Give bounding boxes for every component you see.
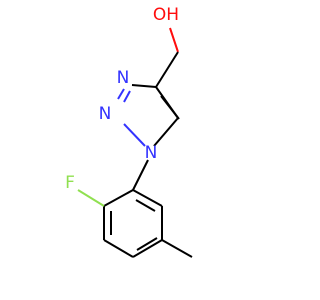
phenyl-c3-c4-bond	[103, 239, 134, 258]
c4-n3-bond	[131, 84, 157, 88]
phenyl-inner-bond-2	[136, 237, 158, 251]
n1-n2-bond	[123, 123, 146, 147]
phenyl-c4-c5-bond	[132, 239, 163, 258]
o-ch2-bond	[169, 27, 179, 53]
c-f-bond	[77, 189, 105, 207]
structure-canvas: OH N N N F	[65, 5, 193, 258]
n1-aryl-bond	[132, 159, 149, 191]
f-label: F	[65, 173, 75, 193]
methyl-bond	[161, 239, 193, 258]
c4-c5-inner-bond	[160, 95, 180, 120]
molecule-diagram: OH N N N F	[65, 5, 193, 258]
n2-n3-bond	[123, 90, 131, 103]
n-middle-label: N	[99, 104, 112, 124]
phenyl-inner-bond-3	[135, 199, 156, 212]
phenyl-c1-c2-bond	[103, 189, 134, 207]
oh-label: OH	[153, 5, 179, 25]
n-top-label: N	[117, 68, 130, 88]
c5-n1-bond	[153, 117, 179, 147]
n-ring-label: N	[145, 143, 158, 163]
phenyl-c6-c1-bond	[132, 189, 163, 207]
ch2-c4-bond	[155, 51, 179, 88]
n2-n3-double-bond	[117, 88, 125, 100]
